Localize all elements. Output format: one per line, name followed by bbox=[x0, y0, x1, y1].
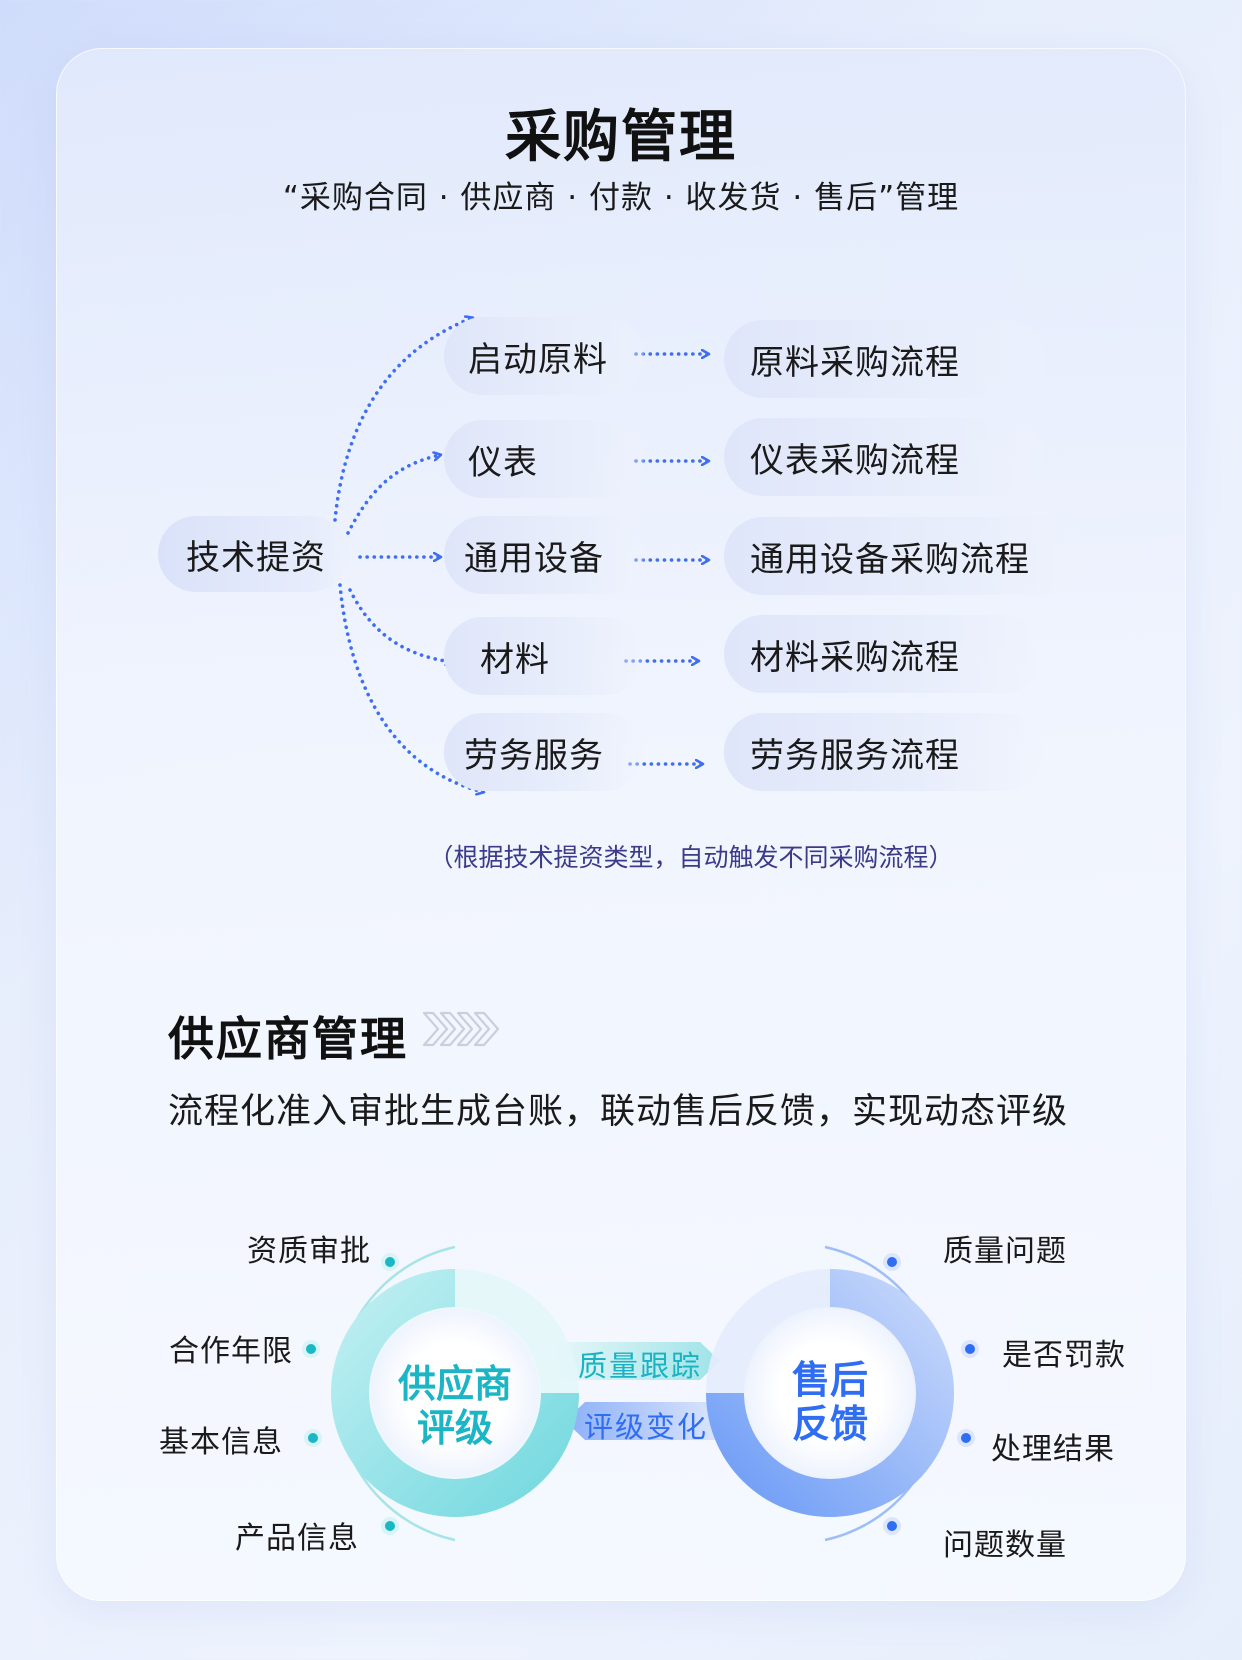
feedback-ring bbox=[706, 1269, 954, 1517]
process-node-1: 原料采购流程 bbox=[724, 320, 1044, 398]
type-node-5: 劳务服务 bbox=[444, 713, 644, 791]
feedback-center: 售后 反馈 bbox=[775, 1358, 885, 1446]
feedback-dot-2 bbox=[961, 1340, 979, 1358]
section-title: 供应商管理 bbox=[168, 1012, 408, 1066]
rating-center-line1: 供应商 bbox=[397, 1362, 512, 1406]
feedback-item-3: 处理结果 bbox=[991, 1432, 1115, 1467]
rating-dot-4 bbox=[381, 1517, 399, 1535]
branch-curve-2 bbox=[346, 455, 440, 535]
feedback-center-line2: 反馈 bbox=[791, 1402, 868, 1446]
feedback-center-line1: 售后 bbox=[791, 1358, 868, 1402]
process-node-3: 通用设备采购流程 bbox=[724, 517, 1084, 595]
type-label: 材料 bbox=[480, 639, 550, 680]
rating-center: 供应商 评级 bbox=[390, 1362, 520, 1450]
flow-note: （根据技术提资类型，自动触发不同采购流程） bbox=[428, 843, 954, 872]
feedback-item-2: 是否罚款 bbox=[1002, 1338, 1126, 1373]
feedback-item-1: 质量问题 bbox=[943, 1234, 1067, 1269]
rating-center-line2: 评级 bbox=[416, 1406, 493, 1450]
feedback-dot-4 bbox=[883, 1517, 901, 1535]
quality-track-arrow bbox=[555, 1342, 720, 1380]
source-label: 技术提资 bbox=[186, 537, 326, 578]
feedback-dot-1 bbox=[883, 1253, 901, 1271]
type-label: 通用设备 bbox=[464, 538, 604, 579]
type-node-1: 启动原料 bbox=[444, 317, 644, 395]
rating-item-1: 资质审批 bbox=[247, 1234, 371, 1269]
rating-dot-3 bbox=[304, 1429, 322, 1447]
branch-curve-1 bbox=[333, 318, 472, 522]
rating-dot-2 bbox=[302, 1340, 320, 1358]
type-node-2: 仪表 bbox=[444, 420, 644, 498]
feedback-item-4: 问题数量 bbox=[943, 1528, 1067, 1563]
section-description: 流程化准入审批生成台账，联动售后反馈，实现动态评级 bbox=[168, 1092, 1069, 1132]
rating-change-label: 评级变化 bbox=[584, 1410, 709, 1444]
type-label: 劳务服务 bbox=[464, 735, 604, 776]
process-label: 劳务服务流程 bbox=[750, 735, 960, 776]
rating-item-4: 产品信息 bbox=[235, 1521, 359, 1556]
branch-curve-4 bbox=[348, 588, 452, 662]
type-node-3: 通用设备 bbox=[444, 516, 644, 594]
type-label: 仪表 bbox=[468, 442, 538, 483]
branch-curve-5 bbox=[338, 583, 483, 792]
page-title: 采购管理 bbox=[505, 105, 737, 170]
rating-ring bbox=[331, 1269, 579, 1517]
rating-dot-1 bbox=[381, 1253, 399, 1271]
rating-change-arrow bbox=[565, 1402, 727, 1440]
feedback-dot-3 bbox=[957, 1429, 975, 1447]
rating-item-3: 基本信息 bbox=[159, 1425, 283, 1460]
quality-track-label: 质量跟踪 bbox=[578, 1349, 703, 1383]
rating-item-2: 合作年限 bbox=[169, 1334, 293, 1369]
process-label: 仪表采购流程 bbox=[750, 440, 960, 481]
type-node-4: 材料 bbox=[444, 617, 644, 695]
type-label: 启动原料 bbox=[468, 339, 608, 380]
process-label: 通用设备采购流程 bbox=[750, 539, 1030, 580]
page-subtitle: “采购合同 · 供应商 · 付款 · 收发货 · 售后”管理 bbox=[282, 180, 960, 216]
source-node: 技术提资 bbox=[158, 516, 348, 592]
process-label: 材料采购流程 bbox=[750, 637, 960, 678]
process-node-5: 劳务服务流程 bbox=[724, 713, 1044, 791]
process-label: 原料采购流程 bbox=[750, 342, 960, 383]
process-node-2: 仪表采购流程 bbox=[724, 418, 1044, 496]
process-node-4: 材料采购流程 bbox=[724, 615, 1044, 693]
